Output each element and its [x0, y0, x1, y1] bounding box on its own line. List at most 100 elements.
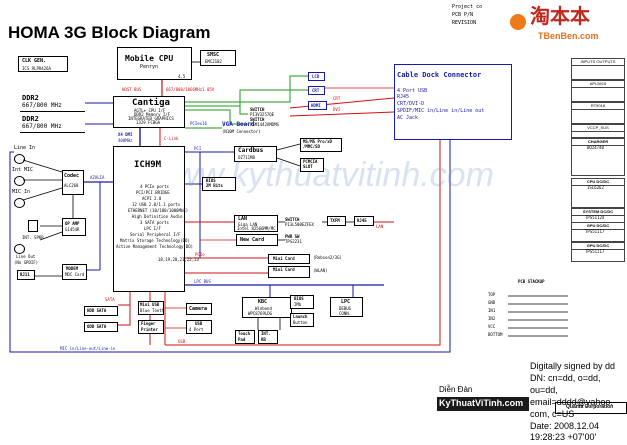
cantiga-sub4: 1329 FCBGA: [136, 120, 161, 125]
codec-part: ALC268: [64, 183, 79, 188]
kb-bios: BIOS 2Mb: [290, 295, 314, 309]
mini-usb-bluetooth: Mini USB Blue Tooth: [138, 301, 164, 315]
ich9m-pins: 18,19,20,21,22,23: [158, 257, 199, 262]
power-table-gpu-2: GPU DC/DC TPS51117: [571, 242, 625, 262]
bios-label: BIOS: [206, 178, 216, 183]
pcmcia-slot: PCMCIA SLOT: [300, 158, 324, 172]
cable-dock-line: RJ45: [397, 94, 410, 100]
mini-card-label: Mini Card: [273, 267, 295, 272]
table-header: CPU DC/DC: [586, 179, 610, 184]
pcb-layer: GND: [488, 300, 496, 305]
txfm-block: TXFM: [327, 216, 346, 226]
bios-sub: 2M Bits: [206, 183, 223, 188]
switch-part: PI3V3257QE: [250, 112, 275, 117]
mini-usb-sub: Blue Tooth: [140, 308, 165, 313]
modem-label: MODEM: [66, 266, 79, 271]
switch-dvi: SWITCH ASM1442AMDMS: [248, 118, 290, 128]
signature-line: Digitally signed by dd: [530, 361, 616, 371]
ddr2-slot-1: DDR2 667/800 MHz: [20, 93, 85, 113]
camera-label: Camera: [189, 306, 208, 312]
line-in-label: Line In: [14, 145, 36, 151]
hdmi-port: HDMI: [308, 101, 327, 110]
camera-block: Camera: [186, 303, 212, 315]
media-sub: /MMC/SD: [303, 144, 320, 149]
int-kb-sub: KB: [261, 337, 266, 342]
lan-label: LAN: [238, 216, 248, 222]
table-header: OUTPUTS: [596, 59, 616, 64]
power-table: VCCP_SUS: [571, 124, 625, 138]
usb4-sub: 4 Port: [189, 327, 204, 332]
pcb-pn-label: PCB P/N: [452, 12, 474, 18]
lpc-debug-sub: DEBUG: [339, 306, 352, 311]
ich9m-feature: 3 SATA ports: [140, 220, 169, 225]
sata-label: SATA: [105, 297, 115, 302]
touchpad-label: Touch: [238, 331, 251, 336]
mobile-cpu-sub: Penryn: [140, 64, 159, 70]
ddr2-speed: 667/800 MHz: [22, 123, 62, 130]
vga-board-label: VGA Board: [222, 121, 255, 128]
lpc-debug-connector: LPC DEBUG CONN.: [330, 297, 363, 317]
logo: 淘本本 TBenBen.com: [508, 2, 626, 44]
lpc-bus-label: LPC BUS: [194, 279, 211, 284]
op-amp-block: OP AMP G1454R: [62, 218, 86, 236]
lan-signal-label: LAN: [376, 224, 384, 229]
op-amp-label: OP AMP: [65, 221, 80, 226]
lcd-label: LCD: [312, 74, 320, 79]
mini-usb-label: Mini USB: [140, 302, 160, 307]
fsb-label: 667/800/1066MHz1.05V: [166, 87, 215, 92]
mini-card-robson: Mini Card: [268, 254, 310, 264]
launch-button-block: Launch Button: [290, 313, 314, 327]
pci-label: PCI: [194, 146, 202, 151]
kbc-part: Winbond: [255, 306, 272, 311]
smsc-label: SMSC: [207, 52, 220, 58]
ich9m-feature: Active Management Technology(DO): [116, 244, 194, 249]
mic-in-jack-icon: [14, 198, 25, 208]
new-card-slot: New Card: [236, 234, 278, 246]
codec-label: Codec: [64, 173, 80, 179]
ddr2-slot-2: DDR2 667/800 MHz: [20, 114, 85, 134]
int-mic-icon: [14, 176, 25, 186]
media-label: MS/MS Pro/xD: [303, 139, 332, 144]
rj11-port: RJ11: [17, 270, 35, 280]
lcd-port: LCD: [308, 72, 325, 81]
bios-block: BIOS 2M Bits: [202, 177, 236, 191]
crt-port: CRT: [308, 86, 325, 95]
usb-4-port: USB 4 Port: [186, 320, 212, 334]
ich9m-feature: 12 USB 2.0/1.1 ports: [132, 202, 181, 207]
table-header: ISL6262: [587, 185, 604, 190]
pcb-stackup-title: PCB STACKUP: [518, 279, 545, 284]
table-header: GPU DC/DC: [586, 223, 610, 228]
mini-card-label: Mini Card: [273, 256, 295, 261]
table-header: TPS51124: [585, 215, 605, 220]
switch-label: SWITCH: [250, 117, 265, 122]
signature-line: Date: 2008.12.04: [530, 421, 600, 431]
signature-line: ou=dd,: [530, 385, 558, 395]
pcmcia-sub: SLOT: [303, 164, 313, 169]
finger-sub: Printer: [141, 327, 158, 332]
line-in-jack-icon: [14, 154, 25, 164]
table-row-label: APL5915: [589, 81, 607, 86]
mobile-cpu-pin: 4,5: [178, 74, 186, 79]
lan-block: LAN Giga LAN Intel 82566MM/MC: [234, 215, 278, 232]
media-card-slot: MS/MS Pro/xD /MMC/SD: [300, 138, 342, 152]
smsc-part: EMC2102: [205, 59, 222, 64]
signature-line: DN: cn=dd, o=dd,: [530, 373, 601, 383]
project-code-label: Project co: [452, 4, 483, 10]
switch-part: ASM1442AMDMS: [250, 122, 279, 127]
revision-label: REVISION: [452, 20, 477, 26]
table-header: TPS51117: [585, 229, 605, 234]
cantiga-label: Cantiga: [132, 98, 170, 108]
line-out-label: Line Out: [16, 254, 36, 259]
mobile-cpu-block: Mobile CPU Penryn 4,5: [117, 47, 192, 80]
kbc-sub: WPC8769LDG: [248, 311, 273, 316]
logo-mark-icon: [510, 14, 526, 30]
lan-switch-label: SWITCH: [285, 217, 300, 222]
lan-switch-part: PI3L500EZFEX: [285, 222, 314, 227]
ich9m-feature: LPC I/F: [144, 226, 161, 231]
ich9m-feature: ETHERNET (10/100/1000MbE): [128, 208, 189, 213]
clk-gen-part: ICS 9LPR426A: [22, 66, 51, 71]
rj45-port: RJ45: [354, 216, 374, 226]
txfm-label: TXFM: [330, 218, 340, 223]
cantiga-sub3: INTEGRATED GRAPHICS: [128, 116, 174, 121]
ich9m-label: ICH9M: [134, 160, 162, 170]
